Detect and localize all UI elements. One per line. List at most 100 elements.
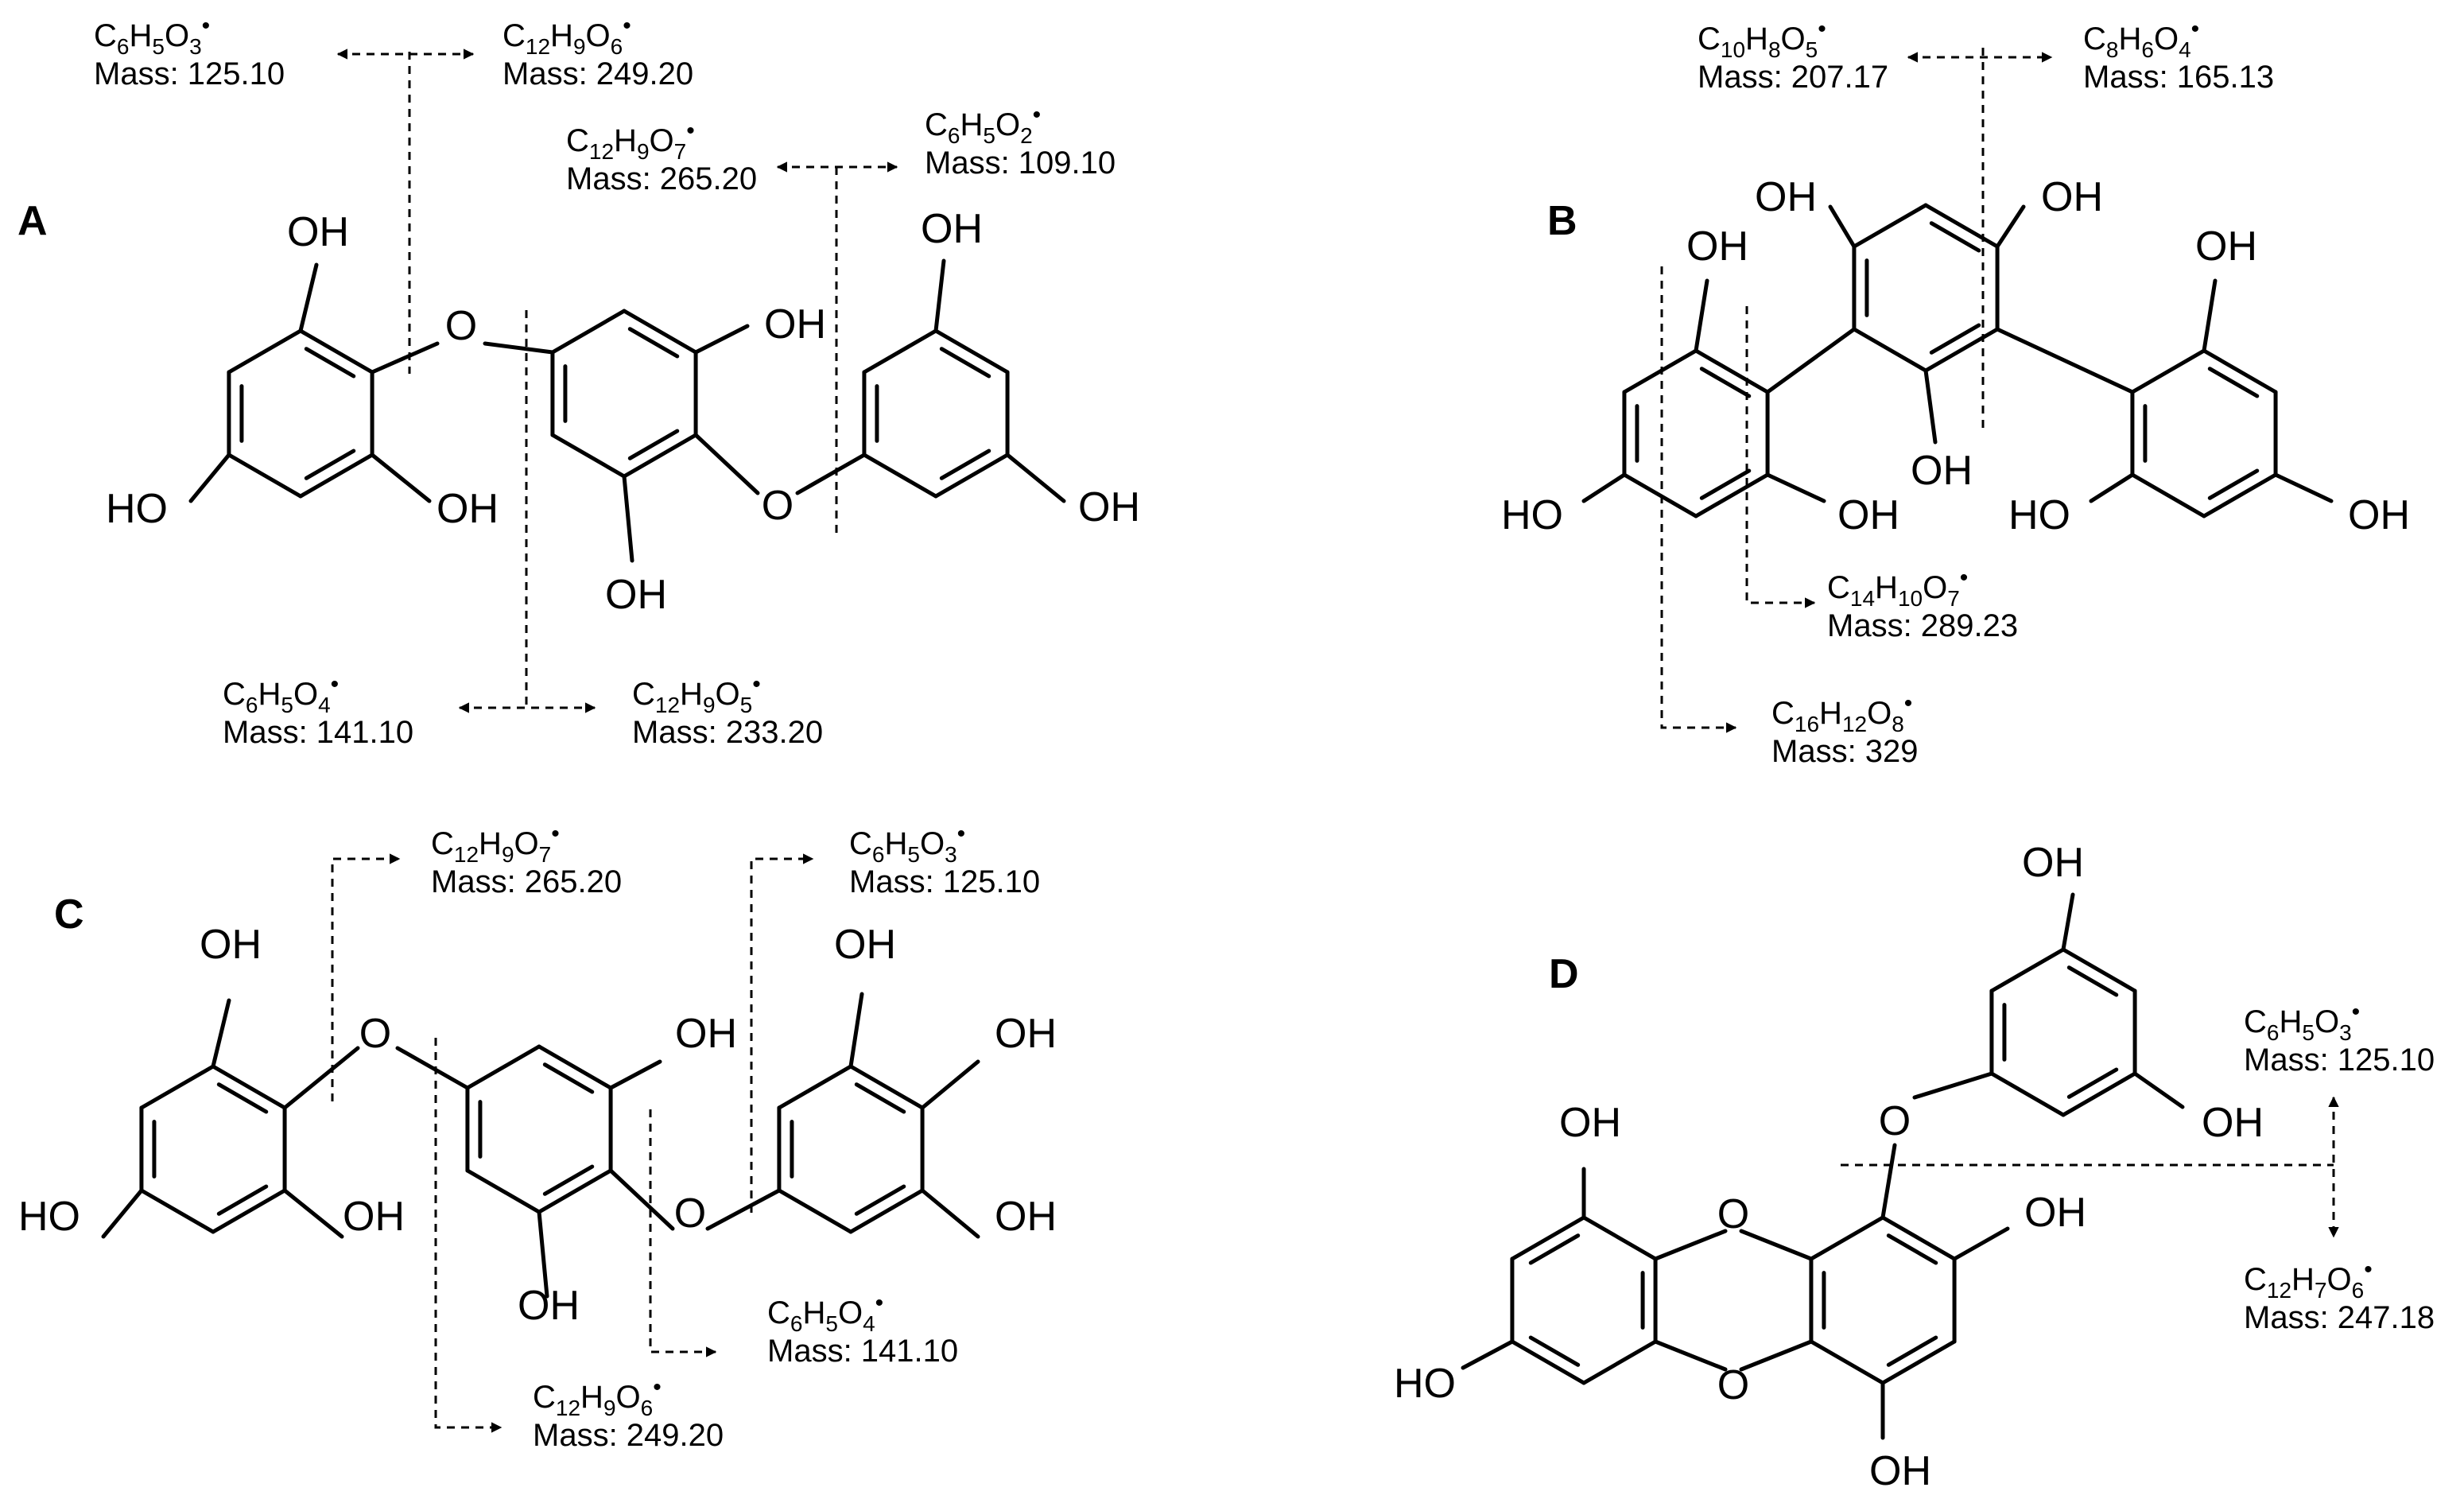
fragment-label: C12​H9​O6​•Mass: 249.20 <box>533 1374 724 1453</box>
fragment-mass: Mass: 165.13 <box>2083 60 2274 95</box>
hydroxyl-group: OH <box>2022 840 2084 886</box>
fragmentation-cuts <box>331 48 2339 1433</box>
bond-line <box>622 474 634 563</box>
ring-bond <box>139 1064 215 1110</box>
ring-bond <box>1510 1339 1586 1385</box>
hydroxyl-group: OH <box>995 1194 1057 1240</box>
panel-label-a: A <box>17 198 48 244</box>
ring-bond <box>1852 203 1928 249</box>
ring-bond <box>1694 348 1770 394</box>
fragment-formula: C6​H5​O2​• <box>925 102 1041 148</box>
bond-line <box>1880 1143 1897 1220</box>
bond-line <box>608 1168 675 1231</box>
ring-bond <box>465 1168 541 1214</box>
ring-double-bond <box>627 327 680 359</box>
fragment-formula: C12​H9​O6​• <box>503 13 631 59</box>
hydroxyl-group: HO <box>1501 492 1563 538</box>
fragment-mass: Mass: 265.20 <box>566 161 757 196</box>
ring-bond <box>1622 472 1698 518</box>
ring-bond <box>1989 947 2066 993</box>
ring-bond <box>2130 472 2206 518</box>
bond-line <box>370 341 440 375</box>
ring-bond <box>1989 1071 2066 1117</box>
fragment-label: C8​H6​O4​•Mass: 165.13 <box>2083 16 2274 95</box>
oxygen-atom: O <box>762 483 794 529</box>
hydroxyl-group: OH <box>2202 1100 2264 1146</box>
bond-line <box>101 1188 144 1239</box>
hydroxyl-group: OH <box>1755 174 1817 220</box>
ring-bond <box>537 1168 613 1214</box>
fragment-label: C6​H5​O3​•Mass: 125.10 <box>2244 999 2435 1078</box>
fragment-label: C6​H5​O2​•Mass: 109.10 <box>925 102 1116 181</box>
ring-double-bond <box>854 1184 906 1216</box>
bond-line <box>2202 278 2218 353</box>
oxygen-atom: O <box>1879 1098 1911 1144</box>
bond-line <box>920 1188 980 1239</box>
ring-bond <box>1880 1339 1957 1385</box>
bond-line <box>848 992 864 1069</box>
ring-double-bond <box>627 429 680 460</box>
oxygen-atom: O <box>674 1190 706 1237</box>
bond-line <box>1581 472 1627 503</box>
ring-bond <box>1852 327 1928 373</box>
ring-bond <box>211 1064 287 1110</box>
ring-bond <box>1809 1339 1885 1385</box>
hydroxyl-group: OH <box>2041 174 2103 220</box>
ring-bond <box>777 1064 853 1110</box>
bond-line <box>1923 368 1938 445</box>
hydroxyl-group: OH <box>343 1194 405 1240</box>
bond-line <box>1694 278 1709 353</box>
ring-double-bond <box>1699 468 1752 500</box>
fragment-mass: Mass: 141.10 <box>223 715 413 750</box>
cleavage-line <box>1745 306 1816 608</box>
panel-label-d: D <box>1549 951 1579 997</box>
oxygen-atom: O <box>359 1011 391 1057</box>
bond-line <box>795 452 867 495</box>
ring-bond <box>1510 1215 1586 1261</box>
fragment-formula: C6​H5​O3​• <box>849 821 965 867</box>
ring-double-bond <box>304 347 356 379</box>
bond-line <box>1828 204 1857 249</box>
hydroxyl-group: OH <box>287 209 349 255</box>
oxygen-atom: O <box>1717 1362 1749 1408</box>
bond-line <box>282 1046 360 1110</box>
hydroxyl-group: OH <box>2024 1190 2086 1236</box>
bond-line <box>2061 892 2075 952</box>
fragment-label: C12​H9​O6​•Mass: 249.20 <box>503 13 693 91</box>
ring-bond <box>550 309 627 355</box>
ring-bond <box>2061 947 2137 993</box>
bond-line <box>2273 472 2334 503</box>
bond-line <box>395 1046 470 1090</box>
ring-bond <box>1923 203 2000 249</box>
bond-line <box>933 258 946 333</box>
ring-double-bond <box>2207 468 2260 500</box>
bond-line <box>693 433 760 495</box>
fragment-formula: C16​H12​O8​• <box>1771 690 1912 736</box>
hydroxyl-group: OH <box>1911 448 1973 494</box>
ring-bond <box>848 1064 925 1110</box>
fragment-mass: Mass: 233.20 <box>632 715 823 750</box>
hydroxyl-group: OH <box>1078 484 1140 530</box>
bond-line <box>2089 472 2135 503</box>
fragment-mass: Mass: 109.10 <box>925 146 1116 181</box>
bond-line <box>608 1059 662 1090</box>
ring-bond <box>1880 1215 1957 1261</box>
molecule-bonds <box>101 203 2334 1440</box>
fragment-formula: C12​H9​O7​• <box>566 118 695 164</box>
fragment-formula: C12​H9​O5​• <box>632 671 761 717</box>
fragment-mass: Mass: 125.10 <box>849 864 1040 899</box>
bond-line <box>188 452 231 503</box>
ring-double-bond <box>304 449 356 480</box>
ring-bond <box>1581 1339 1658 1385</box>
ring-double-bond <box>939 347 991 379</box>
ring-double-bond <box>542 1164 595 1196</box>
bond-line <box>1653 1229 1728 1261</box>
cleavage-line <box>434 1038 503 1433</box>
ring-bond <box>2202 348 2278 394</box>
ring-bond <box>1622 348 1698 394</box>
ring-bond <box>622 433 698 479</box>
ring-double-bond <box>2066 1067 2119 1099</box>
ring-bond <box>862 328 938 375</box>
fragment-label: C14​H10​O7​•Mass: 289.23 <box>1827 565 2018 643</box>
